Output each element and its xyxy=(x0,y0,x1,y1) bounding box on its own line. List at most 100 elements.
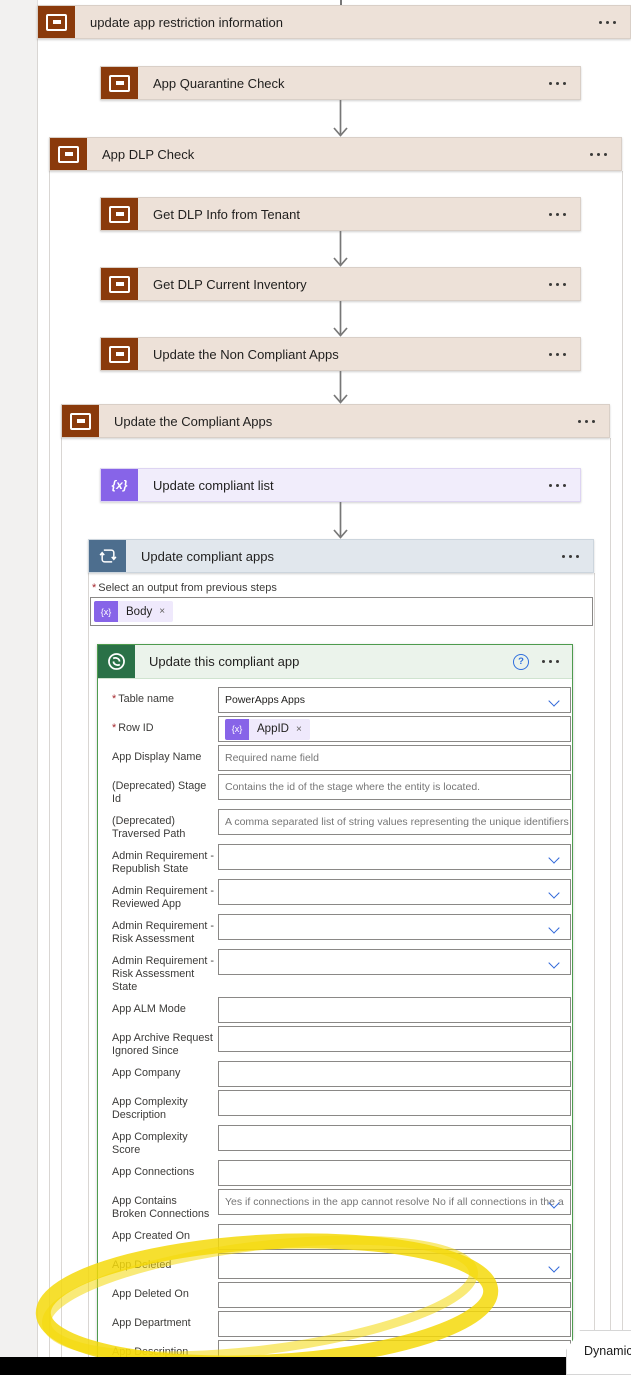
field-value: {x}AppID× xyxy=(218,716,571,742)
dropdown-field[interactable] xyxy=(218,879,571,905)
field-label: App Department xyxy=(112,1317,191,1329)
field-row: App Deleted On xyxy=(112,1282,571,1308)
text-field[interactable] xyxy=(218,1311,571,1337)
dynamic-token[interactable]: {x}AppID× xyxy=(225,718,310,740)
dynamic-content-tooltip: Dynamic content xyxy=(566,1330,631,1375)
field-label: App Deleted On xyxy=(112,1288,189,1300)
field-row: App Created On xyxy=(112,1224,571,1250)
dataverse-icon xyxy=(98,645,135,678)
dropdown-field[interactable] xyxy=(218,914,571,940)
action-card-update-compliant-list[interactable]: {x} Update compliant list xyxy=(100,468,581,502)
help-icon[interactable]: ? xyxy=(513,653,529,670)
bottom-black-bar xyxy=(0,1357,631,1375)
text-field[interactable] xyxy=(218,1026,571,1052)
field-label: App Deleted xyxy=(112,1259,172,1271)
scope-title: Update the Non Compliant Apps xyxy=(153,346,339,362)
field-label: App Contains Broken Connections xyxy=(112,1195,210,1220)
more-options-icon[interactable] xyxy=(549,212,566,216)
field-row: Admin Requirement - Risk Assessment xyxy=(112,914,571,946)
token-field[interactable]: {x}AppID× xyxy=(218,716,571,742)
scope-icon xyxy=(101,338,138,370)
more-options-icon[interactable] xyxy=(578,419,595,423)
field-row: Admin Requirement - Risk Assessment Stat… xyxy=(112,949,571,994)
connector-arrow xyxy=(332,371,349,404)
token-label: Body xyxy=(126,605,153,618)
field-value: Required name field xyxy=(218,745,571,771)
scope-card-app-dlp-check[interactable]: App DLP Check xyxy=(49,137,622,171)
token-body: AppID × xyxy=(249,718,310,740)
more-options-icon[interactable] xyxy=(549,81,566,85)
more-options-icon[interactable] xyxy=(562,554,579,558)
field-row: App ALM Mode xyxy=(112,997,571,1023)
text-field[interactable]: Required name field xyxy=(218,745,571,771)
field-value xyxy=(218,997,571,1023)
scope-title: App Quarantine Check xyxy=(153,75,285,91)
scope-card-update-app-restriction[interactable]: update app restriction information xyxy=(37,5,631,39)
field-placeholder: Required name field xyxy=(225,752,319,764)
field-value: PowerApps Apps xyxy=(218,687,571,713)
field-row: App Display Name Required name field xyxy=(112,745,571,771)
dropdown-field[interactable] xyxy=(218,949,571,975)
scope-border-line xyxy=(49,171,50,1357)
foreach-title: Update compliant apps xyxy=(141,548,274,564)
dataverse-card-title: Update this compliant app xyxy=(149,654,300,669)
field-label: App Display Name xyxy=(112,751,202,763)
scope-border-line xyxy=(622,171,623,1357)
connector-arrow xyxy=(332,100,349,137)
scope-card-update-non-compliant[interactable]: Update the Non Compliant Apps xyxy=(100,337,581,371)
dropdown-field[interactable] xyxy=(218,1253,571,1279)
chevron-down-icon xyxy=(548,887,560,899)
scope-card-get-dlp-info[interactable]: Get DLP Info from Tenant xyxy=(100,197,581,231)
text-field[interactable]: A comma separated list of string values … xyxy=(218,809,571,835)
dynamic-token-body[interactable]: {x} Body× xyxy=(94,601,174,622)
text-field[interactable] xyxy=(218,1090,571,1116)
chevron-down-icon xyxy=(548,957,560,969)
text-field[interactable] xyxy=(218,1160,571,1186)
required-marker: * xyxy=(112,722,117,734)
field-row: Admin Requirement - Republish State xyxy=(112,844,571,876)
more-options-icon[interactable] xyxy=(549,352,566,356)
field-label: Admin Requirement - Risk Assessment xyxy=(112,920,215,945)
scope-icon xyxy=(50,138,87,170)
foreach-output-input[interactable]: {x} Body× xyxy=(90,597,593,626)
text-field[interactable] xyxy=(218,1282,571,1308)
more-options-icon[interactable] xyxy=(542,660,559,663)
token-label: AppID xyxy=(257,723,289,735)
token-remove-icon[interactable]: × xyxy=(295,723,302,735)
dropdown-field[interactable]: Yes if connections in the app cannot res… xyxy=(218,1189,571,1215)
text-field[interactable] xyxy=(218,1061,571,1087)
connector-arrow xyxy=(332,502,349,539)
text-field[interactable] xyxy=(218,1224,571,1250)
more-options-icon[interactable] xyxy=(599,20,616,24)
scope-card-update-compliant-apps[interactable]: Update the Compliant Apps xyxy=(61,404,610,438)
scope-icon xyxy=(101,268,138,300)
dataverse-card-header[interactable]: Update this compliant app ? xyxy=(98,645,572,679)
action-title: Update compliant list xyxy=(153,477,274,493)
field-label: App Complexity Description xyxy=(112,1096,188,1121)
token-remove-icon[interactable]: × xyxy=(159,606,166,617)
field-label: Admin Requirement - Republish State xyxy=(112,850,215,875)
text-field[interactable]: Contains the id of the stage where the e… xyxy=(218,774,571,800)
field-value xyxy=(218,1224,571,1250)
scope-title: App DLP Check xyxy=(102,146,195,162)
scope-border-line xyxy=(88,573,89,1357)
field-value xyxy=(218,1090,571,1122)
text-field[interactable] xyxy=(218,997,571,1023)
text-field[interactable] xyxy=(218,1125,571,1151)
scope-card-app-quarantine-check[interactable]: App Quarantine Check xyxy=(100,66,581,100)
scope-card-get-dlp-inventory[interactable]: Get DLP Current Inventory xyxy=(100,267,581,301)
dropdown-field[interactable] xyxy=(218,844,571,870)
required-marker: * xyxy=(112,693,117,705)
more-options-icon[interactable] xyxy=(549,483,566,487)
field-value: Yes if connections in the app cannot res… xyxy=(218,1189,571,1221)
field-value xyxy=(218,879,571,911)
field-label: App ALM Mode xyxy=(112,1003,186,1015)
more-options-icon[interactable] xyxy=(590,152,607,156)
field-value xyxy=(218,914,571,946)
foreach-card-update-compliant-apps[interactable]: Update compliant apps xyxy=(88,539,594,573)
more-options-icon[interactable] xyxy=(549,282,566,286)
connector-arrow xyxy=(332,231,349,267)
dropdown-field[interactable]: PowerApps Apps xyxy=(218,687,571,713)
field-value xyxy=(218,1160,571,1186)
